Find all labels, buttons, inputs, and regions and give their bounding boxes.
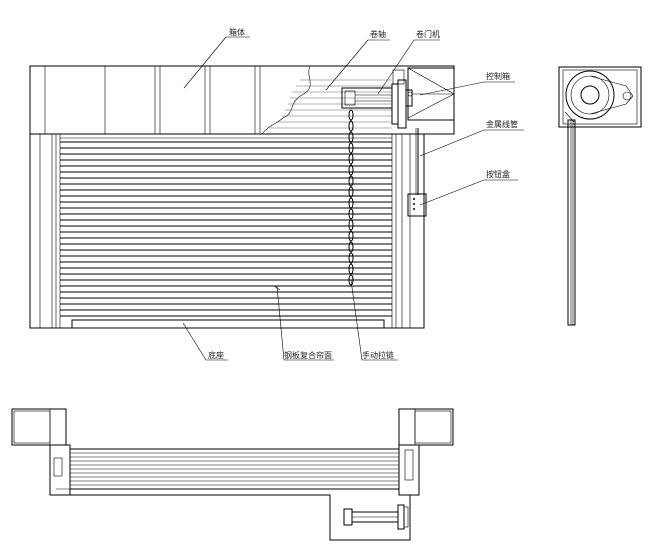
chain-link — [348, 120, 354, 132]
chain-link — [348, 230, 354, 242]
box-housing — [29, 65, 455, 135]
label-box: 箱体 — [229, 27, 245, 37]
label-door-motor: 卷门机 — [416, 29, 440, 39]
label-reel-shaft: 卷轴 — [370, 29, 386, 39]
chain-link — [348, 153, 354, 165]
chain-link — [348, 109, 354, 121]
chain-link — [348, 197, 354, 209]
control-box — [407, 67, 455, 121]
plan-section — [11, 408, 454, 541]
label-metal-conduit: 金属线管 — [486, 119, 518, 129]
label-button-box: 按钮盒 — [486, 169, 510, 179]
cutaway-break — [261, 65, 311, 135]
side-section — [558, 66, 642, 326]
chain-link — [348, 241, 354, 253]
chain-link — [348, 142, 354, 154]
chain-link — [348, 175, 354, 187]
chain-link — [348, 252, 354, 264]
chain-link — [348, 208, 354, 220]
plan-motor — [343, 504, 409, 530]
leader-lines — [182, 36, 524, 361]
chain-link — [348, 219, 354, 231]
curtain-frame — [29, 133, 425, 329]
chain-link — [348, 131, 354, 143]
label-control-box: 控制箱 — [486, 71, 510, 81]
label-manual-chain: 手动拉链 — [362, 350, 394, 360]
label-curtain: 钢板复合帘面 — [284, 350, 332, 360]
base-seat — [71, 319, 385, 329]
right-wall — [398, 408, 454, 446]
chain-link — [348, 186, 354, 198]
manual-chain — [348, 109, 354, 286]
front-elevation — [29, 65, 455, 329]
plan-slats — [70, 452, 399, 486]
door-motor-unit — [391, 69, 413, 129]
chain-link — [348, 164, 354, 176]
chain-link — [348, 263, 354, 275]
label-base-seat: 底座 — [208, 350, 224, 360]
reel-shaft-drum — [270, 79, 393, 129]
left-wall — [11, 408, 67, 446]
curtain-slats — [60, 141, 392, 317]
button-box — [407, 193, 427, 217]
chain-link — [348, 274, 354, 286]
